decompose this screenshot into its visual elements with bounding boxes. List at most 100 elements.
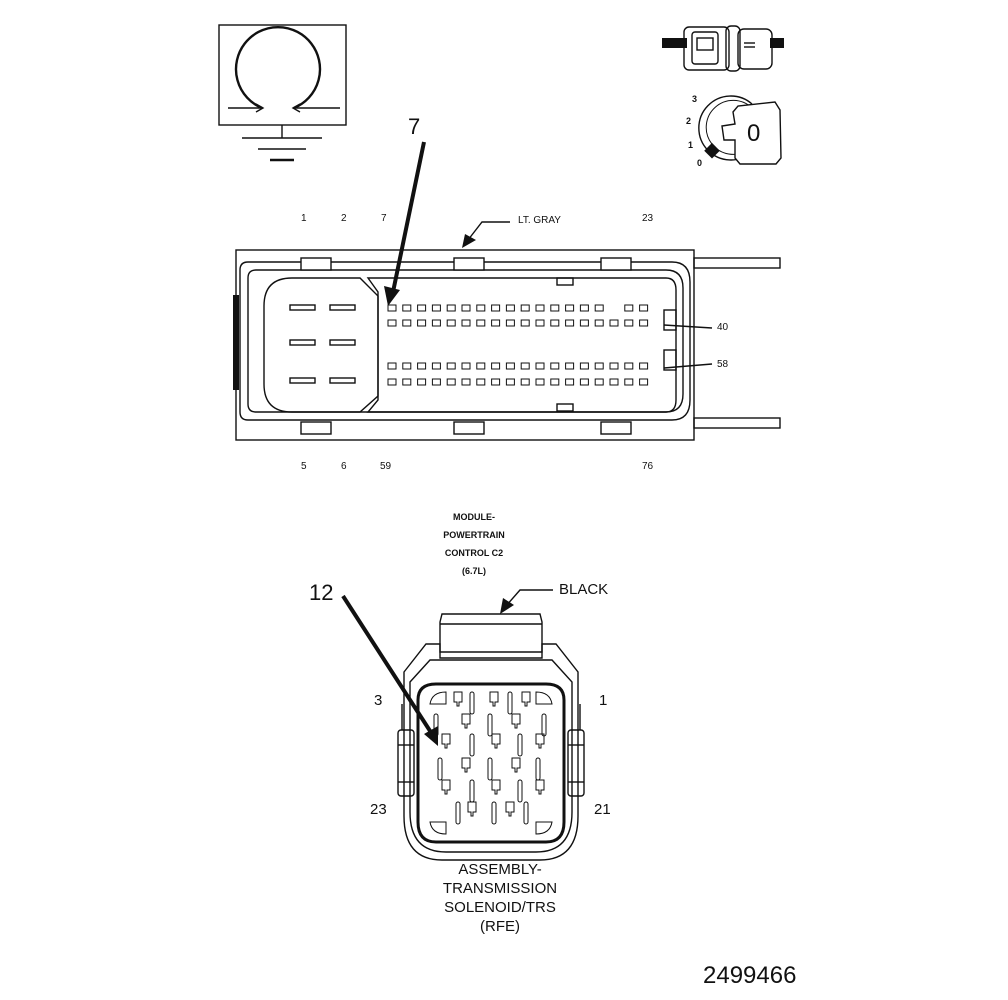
pcm-terminal [535,304,545,312]
pcm-pin-label-1: 1 [301,213,307,224]
pcm-connector-body [233,221,781,441]
pcm-title-line: CONTROL C2 [444,548,504,558]
pcm-terminal [491,362,501,370]
pcm-terminal [594,362,604,370]
pcm-pin-label-59: 59 [380,461,392,472]
pcm-color-label: LT. GRAY [518,215,561,226]
pcm-terminal [639,319,649,327]
pcm-terminal [402,304,412,312]
pcm-terminal [565,319,575,327]
pcm-terminal [520,362,530,370]
pcm-terminal [624,304,634,312]
solenoid-terminal [535,733,545,749]
pcm-terminal [431,378,441,386]
solenoid-terminal-blade [437,757,443,781]
solenoid-pin-label-3: 3 [374,692,383,709]
pcm-pin-label-40: 40 [717,322,729,333]
pcm-terminal [402,362,412,370]
callout-7: 7 [408,114,421,139]
solenoid-terminal [453,691,463,707]
solenoid-terminal [511,757,521,773]
solenoid-terminal [535,779,545,795]
pcm-connector-title: MODULE- POWERTRAIN CONTROL C2 (6.7L) [443,508,505,580]
pcm-terminal [639,304,649,312]
pcm-terminal [431,362,441,370]
pcm-terminal [461,378,471,386]
pcm-terminal [579,319,589,327]
solenoid-terminal-blade [487,713,493,737]
solenoid-terminal [491,733,501,749]
key-position-3: 3 [692,94,698,104]
pcm-terminal [565,362,575,370]
pcm-terminal [417,304,427,312]
key-position-2: 2 [686,116,692,126]
solenoid-terminal-blade [491,801,497,825]
pcm-terminal [491,319,501,327]
pcm-terminal [550,378,560,386]
pcm-terminal [565,378,575,386]
key-position-0: 0 [697,158,703,168]
pcm-terminal [491,304,501,312]
pcm-terminal [639,362,649,370]
pcm-terminal [624,319,634,327]
solenoid-terminal [505,801,515,817]
pcm-terminal [520,319,530,327]
pcm-terminal [402,378,412,386]
solenoid-connector-body [397,589,585,861]
pcm-terminal [446,304,456,312]
pcm-title-line: MODULE- [453,512,495,522]
pcm-terminal [417,319,427,327]
pcm-pin-label-23: 23 [642,213,654,224]
pcm-terminal [461,362,471,370]
pcm-pin-label-7: 7 [381,213,387,224]
pcm-pin-label-5: 5 [301,461,307,472]
key-switch-icon [698,95,782,165]
pcm-terminal [417,362,427,370]
solenoid-connector-title: ASSEMBLY- TRANSMISSION SOLENOID/TRS (RFE… [443,860,557,936]
solenoid-terminal [461,757,471,773]
pcm-terminal [535,362,545,370]
solenoid-pin-label-1: 1 [599,692,608,709]
ground-symbol-icon [218,24,347,162]
solenoid-pin-label-23: 23 [370,801,387,818]
solenoid-terminal [467,801,477,817]
callout-12-arrow [341,594,438,746]
callout-7-arrow [384,141,426,306]
solenoid-terminal-blade [469,779,475,803]
pcm-pin-label-58: 58 [717,359,729,370]
pcm-terminal [491,378,501,386]
solenoid-pin-label-21: 21 [594,801,611,818]
pcm-terminal [579,378,589,386]
solenoid-terminal-blade [541,713,547,737]
solenoid-terminal-blade [469,691,475,715]
solenoid-terminal [441,733,451,749]
solenoid-terminal [441,779,451,795]
pcm-terminal [550,362,560,370]
pcm-terminal [387,378,397,386]
solenoid-terminal-blade [455,801,461,825]
pcm-pin-label-76: 76 [642,461,654,472]
pcm-terminal [446,319,456,327]
key-glyph: 0 [747,120,761,147]
pcm-terminal [550,319,560,327]
solenoid-terminal [511,713,521,729]
pcm-pin-label-6: 6 [341,461,347,472]
callout-12: 12 [309,580,334,605]
pcm-terminal [387,319,397,327]
pcm-title-line: POWERTRAIN [443,530,505,540]
pcm-terminal [505,304,515,312]
pcm-terminal [476,319,486,327]
pcm-terminal [520,378,530,386]
solenoid-terminal [491,779,501,795]
pcm-terminal [446,378,456,386]
pcm-terminal [624,378,634,386]
solenoid-terminal-blade [469,733,475,757]
solenoid-terminal-blade [535,757,541,781]
pcm-terminal [609,319,619,327]
solenoid-color-label: BLACK [559,581,609,598]
pcm-terminal [417,378,427,386]
pcm-terminal [535,378,545,386]
figure-number: 2499466 [703,962,797,989]
solenoid-terminal [521,691,531,707]
